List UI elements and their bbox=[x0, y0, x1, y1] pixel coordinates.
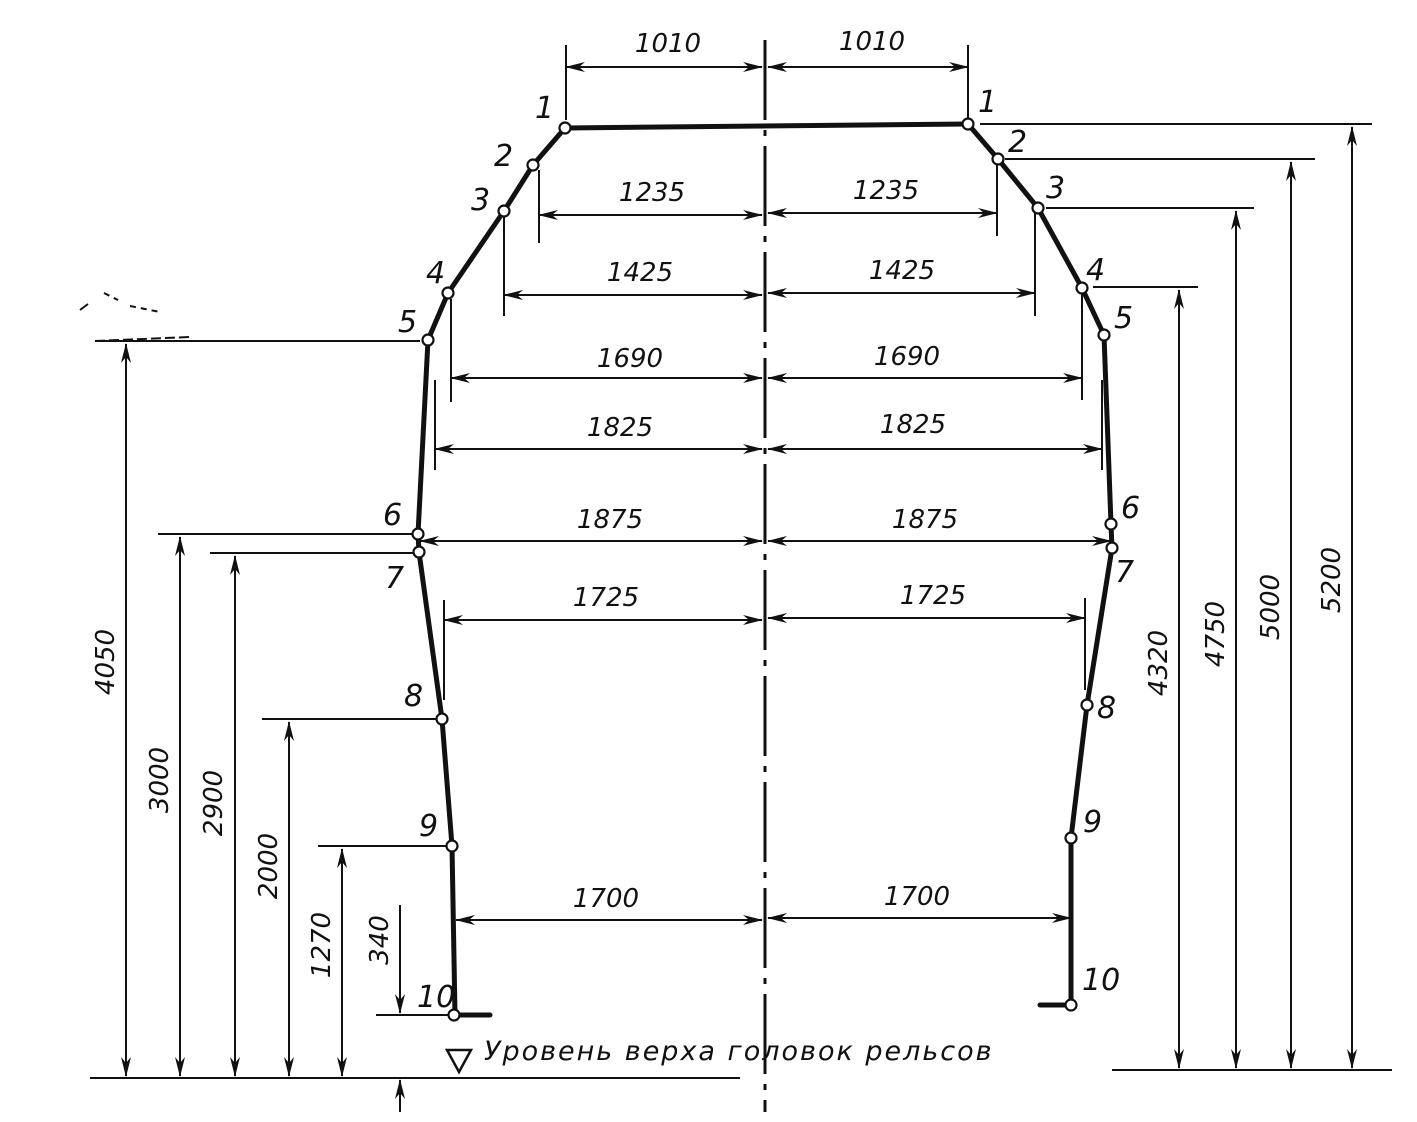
height-label-2000: 2000 bbox=[254, 833, 284, 899]
point-label-left-7: 7 bbox=[385, 561, 404, 596]
gauge-outline-top bbox=[562, 121, 971, 131]
width-label-1-right: 1010 bbox=[839, 27, 905, 57]
width-label-6-left: 1875 bbox=[577, 505, 643, 535]
height-label-4050: 4050 bbox=[91, 629, 121, 695]
point-label-right-6: 6 bbox=[1121, 491, 1140, 526]
point-label-left-4: 4 bbox=[426, 256, 445, 291]
width-label-5-right: 1825 bbox=[880, 410, 946, 440]
width-label-3-right: 1425 bbox=[869, 256, 935, 286]
width-label-7-left: 1725 bbox=[573, 583, 639, 613]
point-label-right-3: 3 bbox=[1046, 171, 1065, 206]
height-label-4750: 4750 bbox=[1201, 601, 1231, 667]
point-label-right-10: 10 bbox=[1082, 963, 1120, 998]
point-label-left-1: 1 bbox=[535, 91, 554, 126]
extension-lines bbox=[434, 45, 1103, 700]
width-label-5-left: 1825 bbox=[587, 413, 653, 443]
width-dimension-lines bbox=[419, 62, 1112, 925]
width-labels: 1010 1010 1235 1235 1425 1425 1690 1690 … bbox=[573, 27, 966, 914]
left-height-labels: 4050 3000 2900 2000 1270 340 bbox=[91, 629, 395, 978]
width-label-2-left: 1235 bbox=[619, 178, 685, 208]
width-label-1-left: 1010 bbox=[635, 29, 701, 59]
width-label-2-right: 1235 bbox=[853, 176, 919, 206]
point-label-right-8: 8 bbox=[1097, 691, 1116, 726]
height-label-4320: 4320 bbox=[1144, 630, 1174, 696]
caption: Уровень верха головок рельсов bbox=[484, 1036, 994, 1067]
point-label-left-10: 10 bbox=[417, 980, 455, 1015]
width-label-4-right: 1690 bbox=[874, 342, 940, 372]
point-label-right-5: 5 bbox=[1114, 301, 1133, 336]
height-label-1270: 1270 bbox=[307, 912, 337, 978]
right-height-labels: 4320 4750 5000 5200 bbox=[1144, 547, 1347, 696]
height-label-5000: 5000 bbox=[1256, 574, 1286, 640]
height-label-3000: 3000 bbox=[145, 747, 175, 813]
point-label-left-2: 2 bbox=[494, 139, 513, 174]
point-label-right-4: 4 bbox=[1086, 253, 1105, 288]
point-label-left-5: 5 bbox=[398, 305, 417, 340]
height-label-5200: 5200 bbox=[1317, 547, 1347, 613]
point-label-left-8: 8 bbox=[404, 679, 423, 714]
width-label-3-left: 1425 bbox=[607, 258, 673, 288]
point-label-right-7: 7 bbox=[1115, 555, 1134, 590]
point-label-left-6: 6 bbox=[383, 498, 402, 533]
width-label-6-right: 1875 bbox=[892, 505, 958, 535]
scan-marks bbox=[79, 292, 191, 342]
height-label-2900: 2900 bbox=[199, 770, 229, 836]
rail-level-marker bbox=[444, 1048, 474, 1075]
height-label-340: 340 bbox=[365, 915, 395, 965]
point-label-left-3: 3 bbox=[471, 183, 490, 218]
point-label-right-1: 1 bbox=[978, 85, 997, 120]
width-label-4-left: 1690 bbox=[597, 344, 663, 374]
point-label-right-9: 9 bbox=[1083, 805, 1102, 840]
left-height-lines bbox=[121, 343, 405, 1112]
width-label-7-right: 1725 bbox=[900, 581, 966, 611]
width-label-10-left: 1700 bbox=[573, 884, 639, 914]
point-label-left-9: 9 bbox=[419, 809, 438, 844]
point-label-right-2: 2 bbox=[1008, 125, 1027, 160]
width-label-10-right: 1700 bbox=[884, 882, 950, 912]
outline-nodes bbox=[411, 117, 1119, 1022]
right-height-lines bbox=[1174, 126, 1357, 1069]
height-extension-lines bbox=[95, 123, 1372, 1016]
